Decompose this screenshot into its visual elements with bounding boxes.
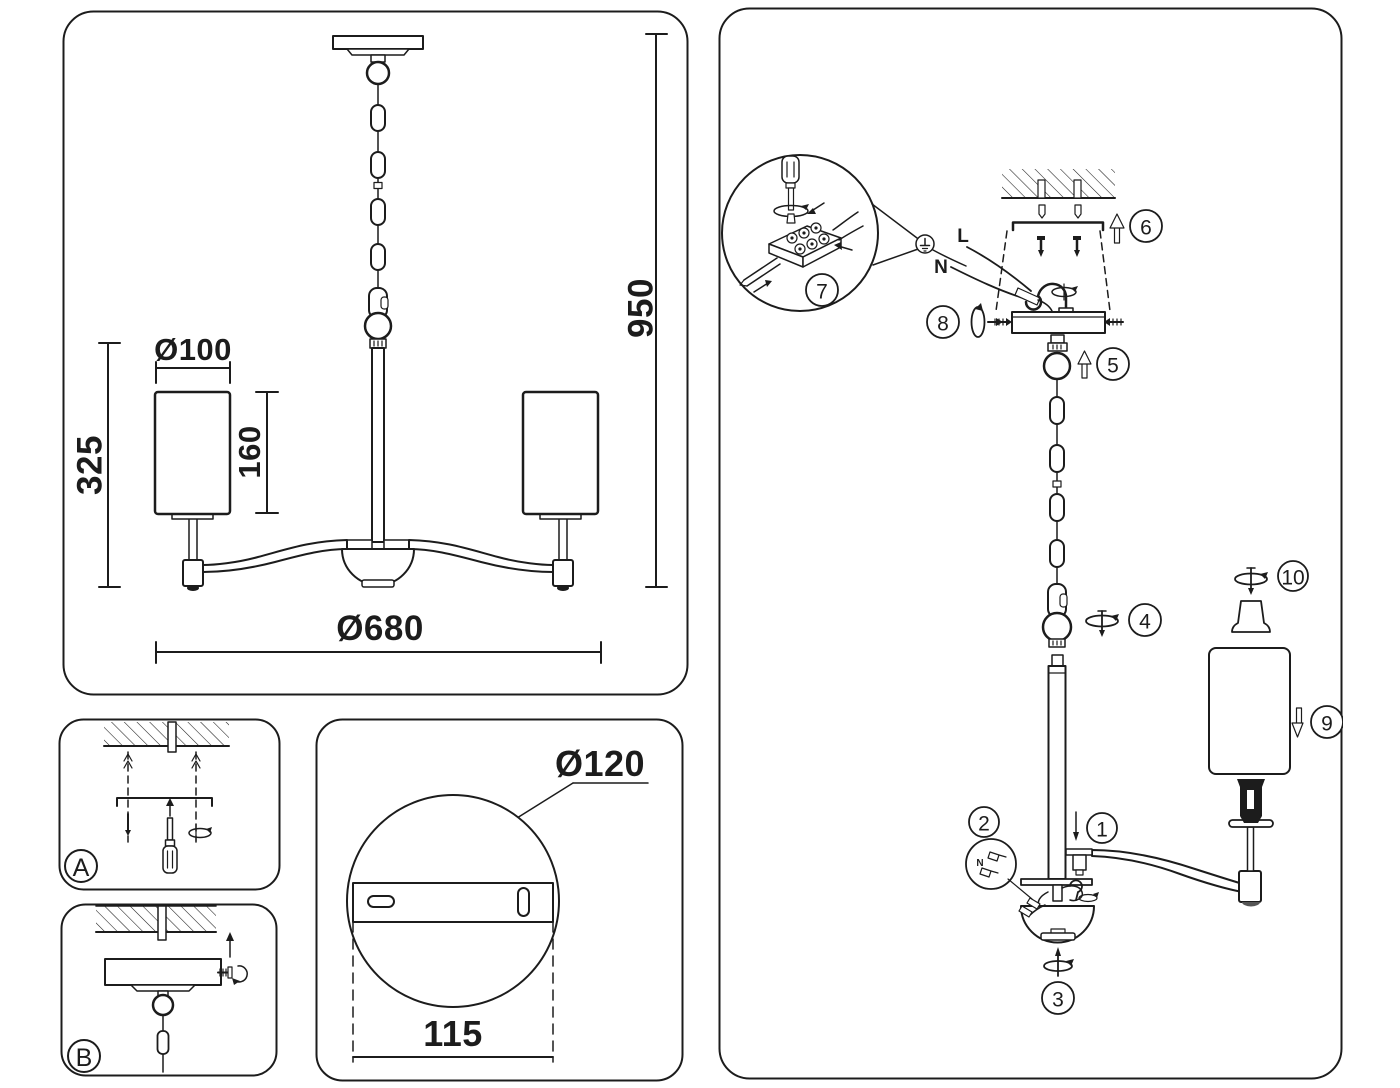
lamp-socket — [1237, 779, 1265, 787]
canopy-ring — [151, 993, 175, 1017]
slot-horizontal — [367, 895, 395, 908]
arm-assembly — [1065, 779, 1274, 907]
center-stem — [371, 347, 385, 543]
step-4-badge — [1128, 603, 1162, 637]
step-5-badge — [1096, 347, 1130, 381]
step-10: 10 — [1231, 560, 1309, 633]
step-7-badge — [805, 273, 839, 307]
wire-label-live: L — [957, 226, 969, 247]
wiring-detail-bubble: 7 — [721, 154, 922, 312]
shade-ring-finial — [1231, 600, 1271, 633]
svg-text:Ø120: Ø120 — [555, 743, 645, 784]
svg-text:9: 9 — [1321, 712, 1333, 735]
mounting-bracket — [1011, 221, 1105, 257]
shade-left — [153, 390, 232, 516]
hanging-ring — [365, 60, 391, 86]
svg-text:3: 3 — [1052, 988, 1064, 1011]
svg-text:6: 6 — [1140, 216, 1152, 239]
svg-text:Ø680: Ø680 — [336, 609, 424, 648]
step-10-badge — [1277, 560, 1309, 592]
ceiling-plate — [332, 35, 424, 50]
svg-text:115: 115 — [423, 1013, 483, 1054]
shade-right — [521, 390, 600, 516]
svg-text:8: 8 — [937, 312, 949, 335]
assembly-panel: 6 — [718, 7, 1343, 1080]
wire-label-neutral: N — [934, 257, 948, 278]
connector-detail-bubble — [965, 838, 1017, 890]
dimension-shade-height: 160 — [232, 391, 279, 514]
step-6-badge — [1129, 209, 1163, 243]
step-1: 1 — [1073, 811, 1118, 844]
bubble-wires — [739, 202, 864, 293]
step-8: 8 — [926, 303, 1003, 339]
svg-text:950: 950 — [621, 278, 660, 338]
step-3-badge — [1041, 981, 1075, 1015]
chain — [370, 83, 386, 289]
dimension-overall-diameter: Ø680 — [155, 609, 602, 664]
mounting-bracket — [116, 797, 213, 807]
svg-text:325: 325 — [70, 435, 109, 495]
dimension-fixture-height: 325 — [70, 342, 121, 588]
dimension-shade-diameter: Ø100 — [154, 332, 232, 384]
step-8-badge — [926, 305, 960, 339]
shade — [1208, 647, 1291, 775]
step-3: 3 — [1041, 947, 1075, 1015]
svg-text:7: 7 — [816, 280, 828, 303]
dimensions-panel: Ø100 160 325 950 Ø680 — [62, 10, 689, 696]
slot-vertical — [517, 887, 530, 917]
supply-wires — [932, 246, 1053, 312]
step-6: 6 — [1109, 209, 1163, 244]
panel-b-badge: B — [67, 1039, 101, 1073]
side-screw — [217, 965, 248, 985]
svg-text:N: N — [976, 858, 983, 869]
ceiling-hatch — [103, 721, 230, 753]
mount-spacing-dim: 115 — [352, 921, 554, 1063]
svg-text:4: 4 — [1139, 610, 1151, 633]
chain-link — [156, 1030, 170, 1055]
svg-text:2: 2 — [978, 812, 990, 835]
svg-text:A: A — [73, 854, 90, 882]
svg-text:5: 5 — [1107, 354, 1119, 377]
ground-symbol — [915, 234, 935, 254]
chandelier-drawing — [153, 35, 600, 591]
svg-text:B: B — [76, 1044, 93, 1072]
canopy-body — [104, 958, 222, 986]
step-4: 4 — [1041, 583, 1162, 648]
bottom-bowl — [1020, 905, 1095, 944]
screwdriver — [773, 155, 809, 224]
step-1-badge — [1086, 812, 1118, 844]
step-2: N 2 — [965, 806, 1033, 900]
svg-text:Ø100: Ø100 — [154, 332, 232, 367]
svg-text:1: 1 — [1096, 818, 1108, 841]
step-5: 5 — [1042, 334, 1130, 381]
screwdriver — [162, 798, 178, 874]
hub-assembly — [1018, 878, 1099, 944]
ceiling — [1001, 169, 1116, 219]
up-arrow — [226, 932, 234, 958]
panel-a-badge: A — [64, 849, 98, 883]
canopy-bar — [1011, 311, 1106, 334]
chain — [1049, 378, 1065, 586]
ceiling-hatch — [95, 905, 217, 941]
step-9: 9 — [1208, 647, 1343, 775]
detail-panel-a: A — [58, 718, 281, 891]
screw-left — [125, 813, 131, 836]
detail-panel-b: B — [60, 903, 278, 1077]
dimension-overall-height: 950 — [621, 33, 668, 588]
svg-text:10: 10 — [1281, 566, 1304, 589]
side-screw-right — [1104, 318, 1124, 326]
step-9-badge — [1310, 705, 1343, 739]
canopy-dimensions-panel: Ø120 115 — [315, 718, 684, 1082]
center-stem — [1047, 654, 1067, 880]
svg-text:160: 160 — [232, 425, 267, 478]
canopy-diameter-dim: Ø120 — [516, 743, 649, 819]
step-2-badge — [968, 806, 1000, 838]
rotation-symbol — [188, 823, 212, 842]
